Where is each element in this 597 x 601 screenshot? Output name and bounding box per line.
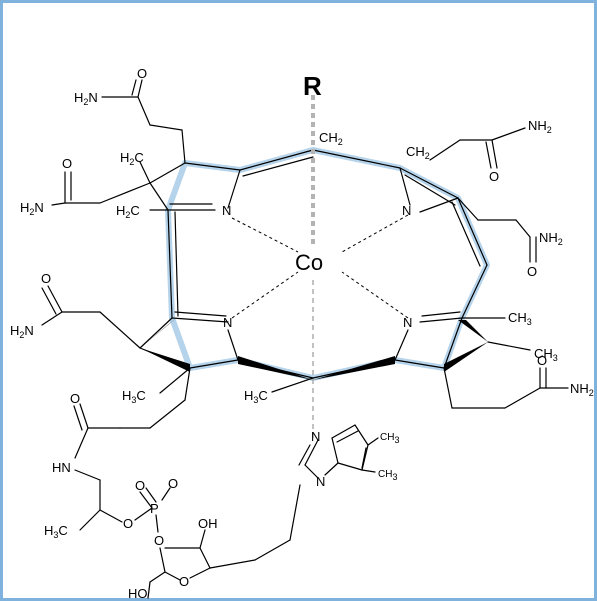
oxygen-label-6: O xyxy=(537,353,547,368)
ring-a-h2c-label-2: H2C xyxy=(116,203,140,220)
oxygen-label-4: O xyxy=(527,264,537,279)
ring-c-ch3-label-1: CH3 xyxy=(508,310,532,327)
corrin-ring xyxy=(139,149,488,379)
ring-a-h2c-label-1: H2C xyxy=(120,150,144,167)
imidazole-n-label-2: N xyxy=(316,474,325,489)
hydroxyl-label: OH xyxy=(198,516,218,531)
oxygen-label-11: O xyxy=(154,533,164,548)
nitrogen-label-d: N xyxy=(223,315,232,330)
oxygen-label-10: O xyxy=(168,476,178,491)
nitrogen-label-a: N xyxy=(222,203,231,218)
amide-nh2-label-2: NH2 xyxy=(539,230,563,247)
oxygen-label-5: O xyxy=(41,271,51,286)
ring-b-ch2-label: CH2 xyxy=(406,144,430,161)
amide-nh2-label-1: NH2 xyxy=(528,118,552,135)
amide-hn-label: HN xyxy=(52,460,71,475)
ring-oxygen-label: O xyxy=(179,574,189,589)
oxygen-label-3: O xyxy=(489,169,499,184)
oxygen-label-2: O xyxy=(62,156,72,171)
benzimidazole-ch3-label-1: CH3 xyxy=(380,432,399,445)
benzimidazole-ch3-label-2: CH3 xyxy=(378,469,397,482)
ring-d-h3c-label: H3C xyxy=(122,388,146,405)
imidazole-n-label-1: N xyxy=(311,429,320,444)
meso-ch2-label: CH2 xyxy=(319,130,343,147)
nitrogen-label-b: N xyxy=(402,203,411,218)
oxygen-label-1: O xyxy=(137,66,147,81)
ring-c-ch3-label-2: CH3 xyxy=(534,346,558,363)
oxygen-label-7: O xyxy=(70,391,80,406)
meso-h3c-label: H3C xyxy=(244,388,268,405)
oxygen-label-8: O xyxy=(123,516,133,531)
amide-h2n-label-2: H2N xyxy=(20,200,44,217)
axial-ligand-label: R xyxy=(303,71,322,101)
ring-highlight xyxy=(165,147,490,381)
nitrogen-label-c: N xyxy=(403,315,412,330)
amide-nh2-label-3: NH2 xyxy=(570,381,594,398)
propanol-h3c-label: H3C xyxy=(44,523,68,540)
stereo-wedges xyxy=(140,318,488,380)
amide-h2n-label-3: H2N xyxy=(10,323,34,340)
phosphorus-label: P xyxy=(150,501,159,516)
ho-label: HO xyxy=(128,586,148,601)
coordination-bonds xyxy=(231,214,409,319)
cobalt-label: Co xyxy=(295,250,323,275)
amide-h2n-label-1: H2N xyxy=(74,90,98,107)
oxygen-label-9: O xyxy=(135,478,145,493)
side-chains xyxy=(41,79,569,599)
